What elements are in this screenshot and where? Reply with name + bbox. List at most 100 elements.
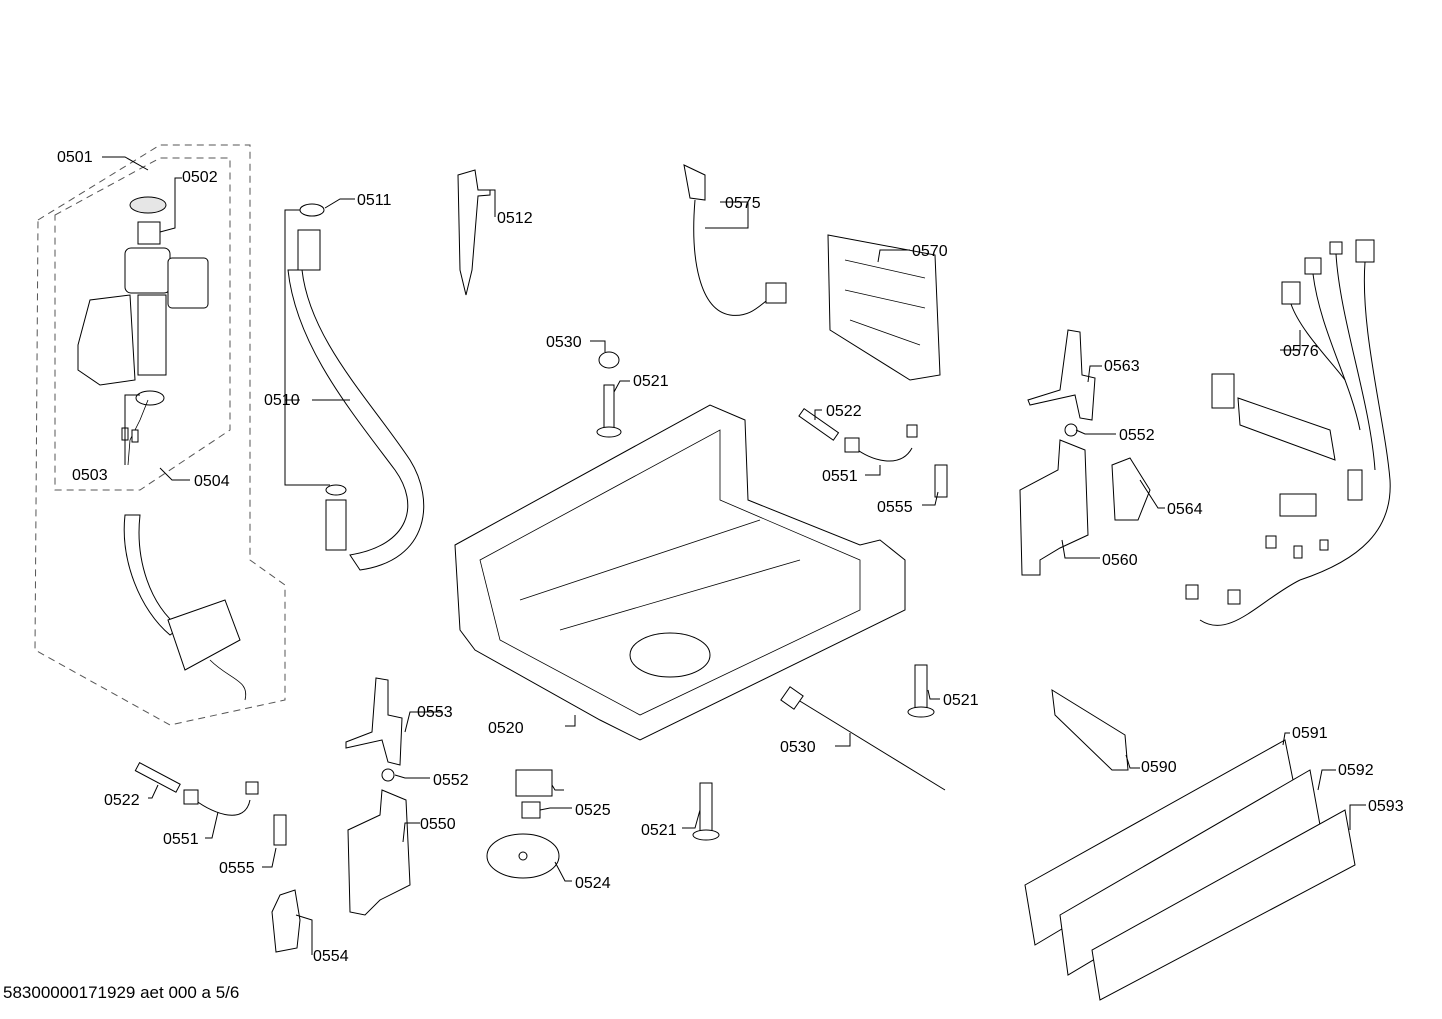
part-labels: 0501 0502 0503 0504 0510 0511 0512 0530 …: [57, 149, 1404, 965]
label-0530-upper: 0530: [546, 334, 582, 351]
label-0550: 0550: [420, 816, 456, 833]
hose-fitting: [167, 599, 241, 671]
harness-plug-3: [1304, 257, 1322, 275]
harness-plug-1: [1355, 239, 1375, 263]
hose-clamp-0511: [299, 203, 325, 217]
label-0553: 0553: [417, 704, 453, 721]
harness-wire-4: [1290, 303, 1346, 381]
mains-plug: [683, 164, 706, 201]
rod-0530: [789, 694, 946, 791]
label-0503: 0503: [72, 467, 108, 484]
power-cable-0575: [683, 164, 787, 316]
base-tub-outline: [454, 404, 906, 741]
drain-hose-group: [287, 203, 425, 571]
sensor-0551-lower: [183, 789, 199, 805]
label-0520: 0520: [488, 720, 524, 737]
base-tub-inner: [479, 429, 861, 716]
label-0552-left: 0552: [433, 772, 469, 789]
label-0593: 0593: [1368, 798, 1404, 815]
harness-plug-2: [1329, 241, 1343, 255]
foot-base: [907, 706, 935, 718]
label-0525: 0525: [575, 802, 611, 819]
harness-wire-2: [1335, 253, 1376, 471]
label-0522-lower: 0522: [104, 792, 140, 809]
label-0575: 0575: [725, 195, 761, 212]
label-0530-lower: 0530: [780, 739, 816, 756]
label-0554: 0554: [313, 948, 349, 965]
harness-plug-7: [1265, 535, 1277, 549]
label-0510: 0510: [264, 392, 300, 409]
foot-screw: [914, 664, 928, 711]
leveling-foot-0521-c: [692, 782, 720, 841]
harness-plug-4: [1281, 281, 1301, 305]
valve-bracket: [77, 294, 136, 386]
sensor-tip-0551-upper: [906, 424, 918, 438]
label-0570: 0570: [912, 243, 948, 260]
hose-corrugated: [325, 499, 347, 551]
harness-block: [1211, 373, 1235, 409]
seal-ring-0502: [129, 196, 167, 214]
label-0501: 0501: [57, 149, 93, 166]
label-0591: 0591: [1292, 725, 1328, 742]
connector-0525: [515, 769, 553, 797]
label-0524: 0524: [575, 875, 611, 892]
bearing-0530: [598, 351, 620, 369]
hinge-bracket-0563: [1027, 329, 1096, 421]
label-0551-upper: 0551: [822, 468, 858, 485]
hose-ring: [325, 484, 347, 496]
label-0512: 0512: [497, 210, 533, 227]
hinge-0560: [1019, 439, 1089, 576]
harness-wire-5: [1199, 579, 1301, 626]
sensor-wire-0551-lower: [194, 799, 251, 816]
bracket-0512: [457, 169, 491, 296]
wiring-harness-0576: [1185, 239, 1391, 626]
drawing-number-footer: 58300000171929 aet 000 a 5/6: [3, 983, 239, 1002]
label-0552-right: 0552: [1119, 427, 1155, 444]
harness-plug-11: [1227, 589, 1241, 605]
harness-wire-1: [1299, 261, 1391, 581]
foot-base: [596, 426, 622, 438]
harness-plug-10: [1185, 584, 1199, 600]
clip-0555-lower: [273, 814, 287, 846]
label-0592: 0592: [1338, 762, 1374, 779]
label-0504: 0504: [194, 473, 230, 490]
label-0511: 0511: [357, 192, 392, 209]
foot-screw: [699, 782, 713, 834]
base-ribs: [519, 519, 801, 631]
sensor-tip-0551-lower: [245, 781, 259, 795]
valve-connector-b: [131, 429, 139, 443]
drain-hose-0510: [287, 269, 425, 571]
harness-plug-5: [1347, 469, 1363, 501]
leveling-foot-0521-a: [596, 384, 622, 438]
hinge-bracket-0553: [345, 677, 403, 766]
foot-base: [692, 829, 720, 841]
hose-end-0510: [297, 229, 321, 271]
harness-rail: [1237, 397, 1336, 461]
electronic-module-0570: [827, 234, 941, 381]
group-0501-outline: [34, 144, 286, 726]
label-0551-lower: 0551: [163, 831, 199, 848]
disc-0524-hub: [518, 851, 528, 861]
sensor-wire-0551-upper: [854, 447, 913, 462]
valve-stem: [137, 294, 167, 376]
label-0555-lower: 0555: [219, 860, 255, 877]
clip-0564: [1111, 457, 1151, 521]
cable-line: [693, 199, 771, 316]
spring-0522-upper: [798, 407, 840, 441]
foot-screw: [603, 384, 615, 431]
filter-0502: [137, 221, 161, 245]
label-0502: 0502: [182, 169, 218, 186]
base-tub-0520: [454, 404, 906, 741]
harness-wire-3: [1312, 273, 1361, 431]
inlet-hose: [123, 514, 181, 636]
label-0563: 0563: [1104, 358, 1140, 375]
cable-connector: [765, 282, 787, 304]
leveling-foot-0521-b: [907, 664, 935, 718]
group-0504-outline: [54, 157, 231, 491]
hose-clamp-0503: [135, 390, 165, 406]
inlet-valve-group: [34, 144, 286, 726]
label-0521-lower: 0521: [641, 822, 677, 839]
base-sump: [629, 632, 711, 678]
spring-0522-lower: [134, 761, 181, 793]
